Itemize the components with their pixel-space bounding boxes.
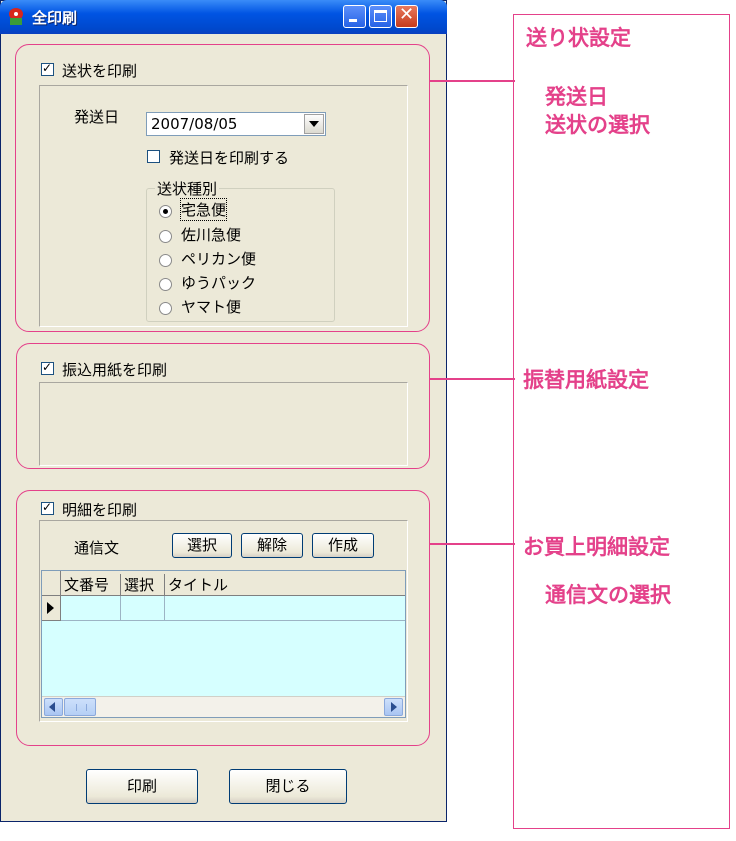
radio-label-sagawa: 佐川急便: [181, 226, 242, 244]
scroll-left-button[interactable]: [44, 698, 63, 716]
annotation-transfer-title: 振替用紙設定: [523, 368, 649, 392]
print-invoice-checkbox[interactable]: [41, 61, 54, 76]
app-icon: [6, 7, 26, 27]
maximize-button[interactable]: [369, 5, 392, 28]
row-pointer-icon: [47, 602, 54, 614]
radio-takkyubin[interactable]: [159, 205, 172, 218]
grip-icon: [76, 704, 87, 711]
chevron-down-icon: [309, 121, 319, 127]
table-row[interactable]: [61, 596, 405, 621]
radio-label-yupack: ゆうパック: [181, 274, 257, 292]
ship-date-dropdown-button[interactable]: [304, 114, 324, 134]
transfer-connector-line: [430, 378, 515, 380]
radio-label-pelican: ペリカン便: [181, 250, 257, 268]
window-title: 全印刷: [32, 9, 78, 27]
minimize-button[interactable]: [343, 5, 366, 28]
ship-date-label: 発送日: [74, 108, 120, 126]
message-label: 通信文: [74, 539, 120, 557]
grid-column-header-title[interactable]: タイトル: [168, 576, 229, 594]
grid-column-header-select[interactable]: 選択: [121, 574, 165, 596]
transfer-highlight-frame: [16, 343, 430, 469]
transfer-panel: [39, 382, 408, 466]
annotation-invoice-line2: 送状の選択: [545, 113, 650, 137]
annotation-frame: [513, 14, 730, 829]
grid-horizontal-scrollbar[interactable]: [42, 696, 405, 717]
grid-cell-number[interactable]: [61, 596, 121, 620]
print-transfer-checkbox[interactable]: [41, 360, 54, 375]
maximize-icon: [374, 10, 387, 22]
close-button[interactable]: 閉じる: [229, 769, 347, 804]
print-invoice-label: 送状を印刷: [62, 62, 138, 80]
grid-header-row: [42, 571, 405, 596]
print-ship-date-checkbox[interactable]: [147, 150, 160, 163]
chevron-left-icon: [49, 702, 55, 712]
print-button[interactable]: 印刷: [86, 769, 198, 804]
radio-label-takkyubin: 宅急便: [179, 198, 228, 221]
grid-column-header-number[interactable]: 文番号: [61, 574, 121, 596]
invoice-highlight-frame: [15, 44, 430, 332]
scroll-thumb[interactable]: [64, 698, 96, 716]
print-ship-date-label: 発送日を印刷する: [169, 149, 290, 167]
print-transfer-label: 振込用紙を印刷: [62, 361, 168, 379]
grid-cell-select[interactable]: [121, 596, 165, 620]
details-connector-line: [430, 543, 515, 545]
grid-row-header-corner: [42, 571, 61, 596]
annotation-invoice-line1: 発送日: [545, 85, 608, 109]
chevron-right-icon: [391, 702, 397, 712]
close-icon: ✕: [399, 4, 415, 25]
grid-row-indicator[interactable]: [42, 596, 61, 621]
print-details-label: 明細を印刷: [62, 501, 138, 519]
print-details-checkbox[interactable]: [41, 500, 54, 515]
radio-label-yamato: ヤマト便: [181, 298, 242, 316]
annotation-invoice-title: 送り状設定: [526, 26, 631, 50]
select-message-button[interactable]: 選択: [172, 533, 232, 558]
clear-message-button[interactable]: 解除: [241, 533, 303, 558]
radio-yupack[interactable]: [159, 278, 172, 291]
create-message-button[interactable]: 作成: [312, 533, 374, 558]
minimize-icon: [349, 19, 357, 22]
invoice-connector-line: [430, 80, 515, 82]
radio-yamato[interactable]: [159, 302, 172, 315]
ship-date-select[interactable]: 2007/08/05: [146, 112, 326, 136]
details-highlight-frame: [16, 490, 430, 746]
annotation-details-title: お買上明細設定: [523, 535, 670, 559]
invoice-type-group-label: 送状種別: [155, 178, 220, 199]
invoice-type-group: [146, 188, 335, 322]
radio-pelican[interactable]: [159, 254, 172, 267]
annotation-details-sub: 通信文の選択: [545, 583, 671, 607]
close-window-button[interactable]: ✕: [395, 4, 418, 28]
radio-sagawa[interactable]: [159, 230, 172, 243]
ship-date-value: 2007/08/05: [151, 115, 238, 133]
scroll-right-button[interactable]: [384, 698, 403, 716]
